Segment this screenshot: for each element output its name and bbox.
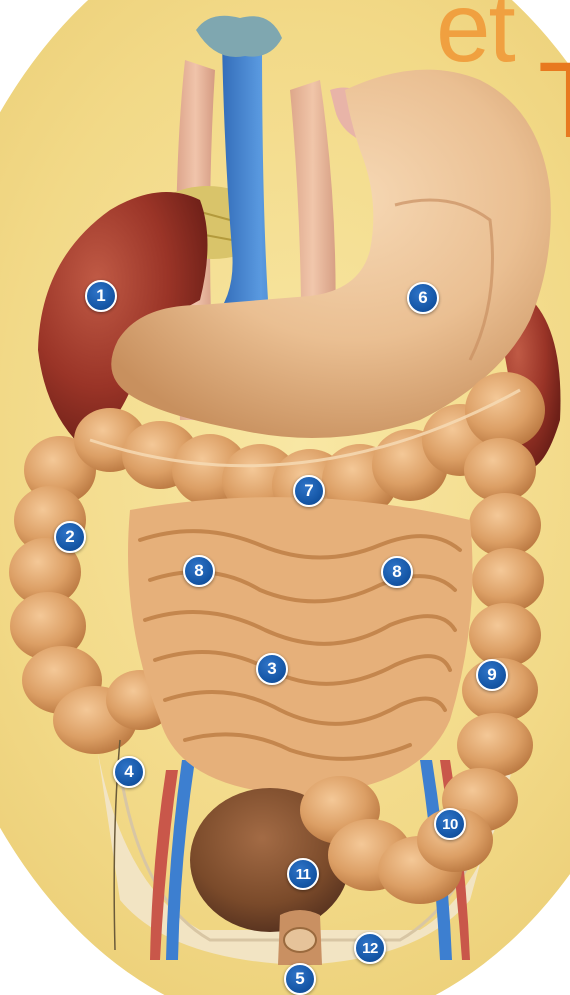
label-marker-8a[interactable]: 8 <box>183 555 215 587</box>
label-marker-10[interactable]: 10 <box>434 808 466 840</box>
label-marker-11[interactable]: 11 <box>287 858 319 890</box>
label-marker-4[interactable]: 4 <box>113 756 145 788</box>
label-marker-6[interactable]: 6 <box>407 282 439 314</box>
label-marker-1[interactable]: 1 <box>85 280 117 312</box>
heading-line1: et <box>436 0 514 76</box>
label-marker-2[interactable]: 2 <box>54 521 86 553</box>
label-marker-8b[interactable]: 8 <box>381 556 413 588</box>
label-marker-3[interactable]: 3 <box>256 653 288 685</box>
label-marker-7[interactable]: 7 <box>293 475 325 507</box>
label-marker-12[interactable]: 12 <box>354 932 386 964</box>
label-marker-5[interactable]: 5 <box>284 963 316 995</box>
label-marker-9[interactable]: 9 <box>476 659 508 691</box>
heading-line2: T <box>538 46 570 154</box>
